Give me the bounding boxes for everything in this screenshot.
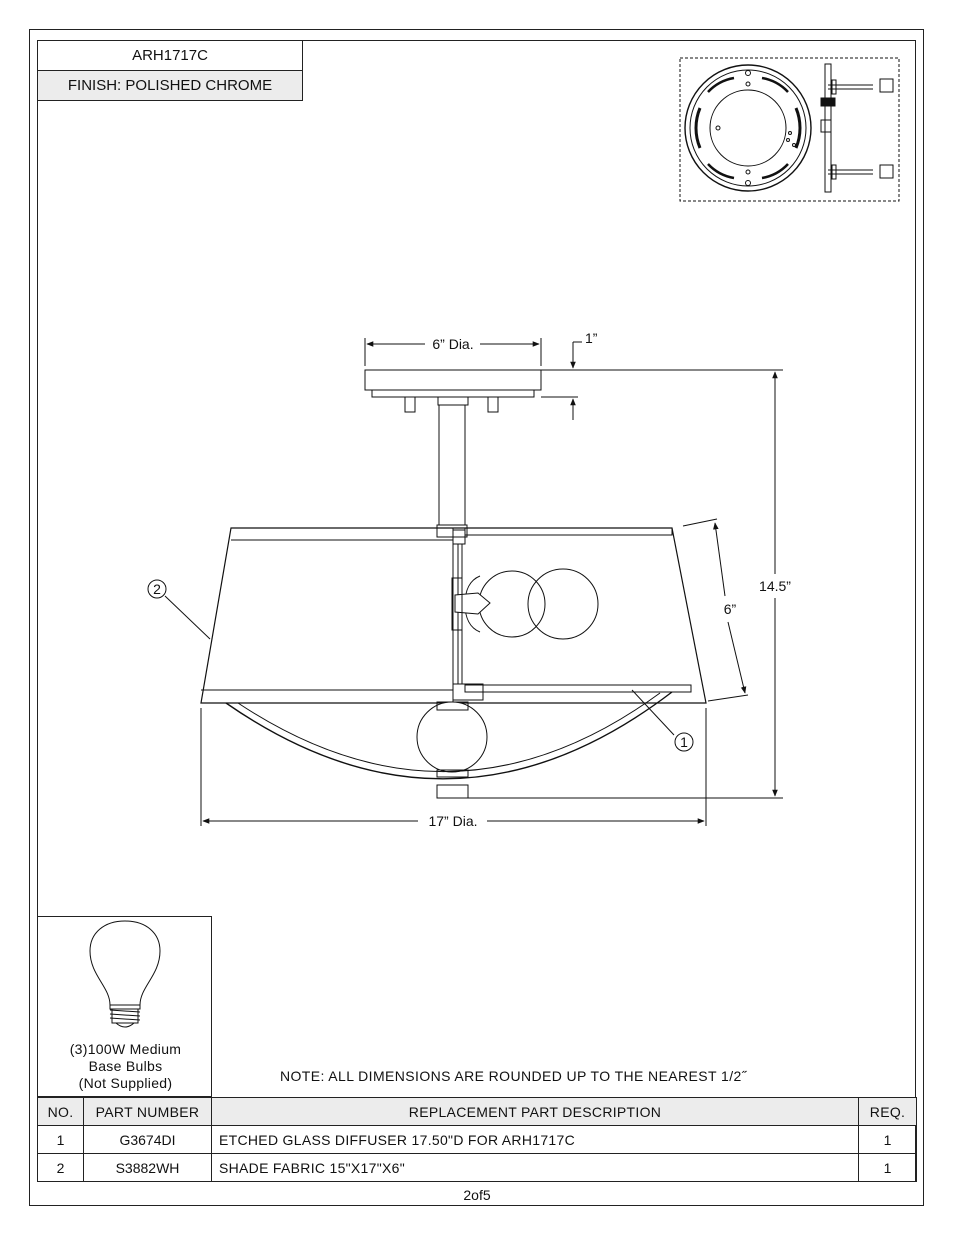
- bulb-info-box: (3)100W Medium Base Bulbs (Not Supplied): [37, 916, 212, 1097]
- dimension-note: NOTE: ALL DIMENSIONS ARE ROUNDED UP TO T…: [280, 1068, 747, 1084]
- mounting-plate-detail: [679, 57, 900, 202]
- table-row: 2 S3882WH SHADE FABRIC 15"X17"X6" 1: [37, 1153, 917, 1182]
- parts-table-header: NO. PART NUMBER REPLACEMENT PART DESCRIP…: [37, 1097, 917, 1126]
- row-req: 1: [858, 1153, 917, 1182]
- outer-border: [29, 29, 924, 1206]
- dimension-lines: [147, 338, 783, 826]
- fixture-elevation: [200, 369, 707, 799]
- callout-diffuser: 1: [680, 734, 688, 750]
- canopy: [364, 369, 542, 391]
- shade-height-label: 6”: [724, 601, 737, 617]
- bulb-caption-line: (Not Supplied): [78, 1075, 173, 1091]
- bulb-caption-line: (3)100W Medium: [69, 1041, 182, 1057]
- overall-dia-label: 17” Dia.: [428, 813, 477, 829]
- light-bulb-icon: [89, 920, 161, 1028]
- row-description: ETCHED GLASS DIFFUSER 17.50"D FOR ARH171…: [211, 1125, 859, 1154]
- bulb-caption-line: Base Bulbs: [88, 1058, 163, 1074]
- overall-height-label: 14.5”: [759, 578, 791, 594]
- table-row: 1 G3674DI ETCHED GLASS DIFFUSER 17.50"D …: [37, 1125, 917, 1154]
- bulb-caption: (3)100W Medium Base Bulbs (Not Supplied): [38, 1041, 213, 1092]
- canopy-height-label: 1”: [585, 330, 598, 346]
- dimension-labels: 6” Dia. 1” 14.5” 6” 17” Dia. 1 2: [153, 330, 791, 829]
- row-no: 2: [37, 1153, 84, 1182]
- stem: [438, 404, 466, 526]
- canopy-dia-label: 6” Dia.: [432, 336, 473, 352]
- diffuser-bowl: [225, 691, 673, 780]
- col-part-number: PART NUMBER: [83, 1097, 212, 1126]
- header-table: ARH1717C FINISH: POLISHED CHROME: [37, 40, 303, 101]
- col-req: REQ.: [858, 1097, 917, 1126]
- inner-border: [37, 40, 916, 1182]
- row-req: 1: [858, 1125, 917, 1154]
- row-no: 1: [37, 1125, 84, 1154]
- callout-shade: 2: [153, 581, 161, 597]
- finish-label: FINISH: POLISHED CHROME: [37, 70, 303, 101]
- col-description: REPLACEMENT PART DESCRIPTION: [211, 1097, 859, 1126]
- model-number: ARH1717C: [37, 40, 303, 71]
- col-no: NO.: [37, 1097, 84, 1126]
- row-part-number: S3882WH: [83, 1153, 212, 1182]
- row-description: SHADE FABRIC 15"X17"X6": [211, 1153, 859, 1182]
- parts-table: NO. PART NUMBER REPLACEMENT PART DESCRIP…: [37, 1097, 917, 1182]
- page-number: 2of5: [463, 1187, 491, 1203]
- row-part-number: G3674DI: [83, 1125, 212, 1154]
